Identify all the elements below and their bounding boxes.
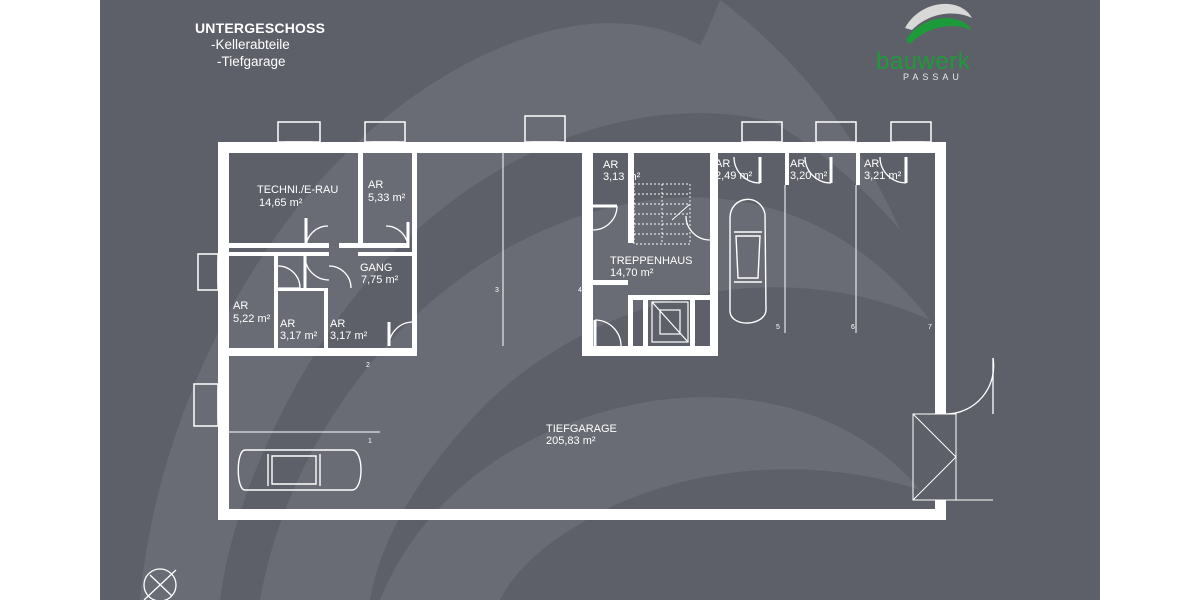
room-area-ar-317a: 3,17 m²	[280, 330, 318, 342]
room-name-gang: GANG	[360, 262, 392, 274]
title-block: UNTERGESCHOSS -Kellerabteile -Tiefgarage	[195, 20, 325, 70]
room-area-ar-249: 2,49 m²	[715, 170, 753, 182]
parking-number-5: 5	[776, 324, 780, 331]
room-area-gang: 7,75 m²	[361, 274, 399, 286]
windows	[193, 115, 932, 427]
parking-number-1: 1	[368, 438, 372, 445]
floor-plan-board: TECHNI./E-RAU 14,65 m² AR 5,33 m² GANG 7…	[100, 0, 1100, 600]
stairs	[633, 183, 691, 245]
room-labels: TECHNI./E-RAU 14,65 m² AR 5,33 m² GANG 7…	[233, 158, 902, 447]
watermark-swooshes	[140, 0, 930, 600]
title-line-1: -Kellerabteile	[211, 37, 290, 52]
walls	[218, 142, 946, 520]
room-name-techni: TECHNI./E-RAU	[257, 184, 338, 196]
room-name-treppenhaus: TREPPENHAUS	[610, 255, 693, 267]
parking-number-2: 2	[366, 362, 370, 369]
room-area-ar-317b: 3,17 m²	[330, 330, 368, 342]
room-name-ar-317a: AR	[280, 318, 295, 330]
room-name-ar-320: AR	[790, 158, 805, 170]
parking-lines	[229, 153, 993, 501]
room-name-ar-313: AR	[603, 159, 618, 171]
elevator-icon	[651, 301, 689, 343]
room-area-ar-320: 3,20 m²	[790, 170, 828, 182]
title-line-2: -Tiefgarage	[217, 54, 286, 69]
parking-number-6: 6	[851, 324, 855, 331]
car-icon-vertical	[729, 198, 767, 324]
parking-number-4: 4	[578, 287, 582, 294]
floor-plan: TECHNI./E-RAU 14,65 m² AR 5,33 m² GANG 7…	[140, 0, 995, 600]
room-area-ar-533: 5,33 m²	[368, 192, 406, 204]
room-area-techni: 14,65 m²	[259, 197, 303, 209]
room-name-tiefgarage: TIEFGARAGE	[546, 423, 617, 435]
room-name-ar-321: AR	[864, 158, 879, 170]
logo-sub: PASSAU	[903, 72, 963, 82]
logo-name: bauwerk	[876, 48, 971, 75]
room-area-treppenhaus: 14,70 m²	[610, 267, 654, 279]
room-name-ar-522: AR	[233, 300, 248, 312]
parking-number-7: 7	[928, 324, 932, 331]
room-area-ar-321: 3,21 m²	[864, 170, 902, 182]
north-arrow-icon	[143, 568, 177, 600]
car-icon-horizontal	[237, 449, 362, 491]
garage-entrance-ramp	[912, 413, 957, 501]
room-name-ar-317b: AR	[330, 318, 345, 330]
parking-number-3: 3	[495, 287, 499, 294]
parking-numbers: 1 2 3 4 5 6 7	[366, 287, 932, 445]
logo-swoosh-icon	[905, 3, 972, 44]
room-area-ar-313: 3,13 m²	[603, 171, 641, 183]
doors	[277, 156, 995, 415]
room-name-ar-249: AR	[715, 158, 730, 170]
room-area-tiefgarage: 205,83 m²	[546, 435, 596, 447]
room-area-ar-522: 5,22 m²	[233, 313, 271, 325]
room-name-ar-533: AR	[368, 179, 383, 191]
floor-title: UNTERGESCHOSS	[195, 20, 326, 36]
